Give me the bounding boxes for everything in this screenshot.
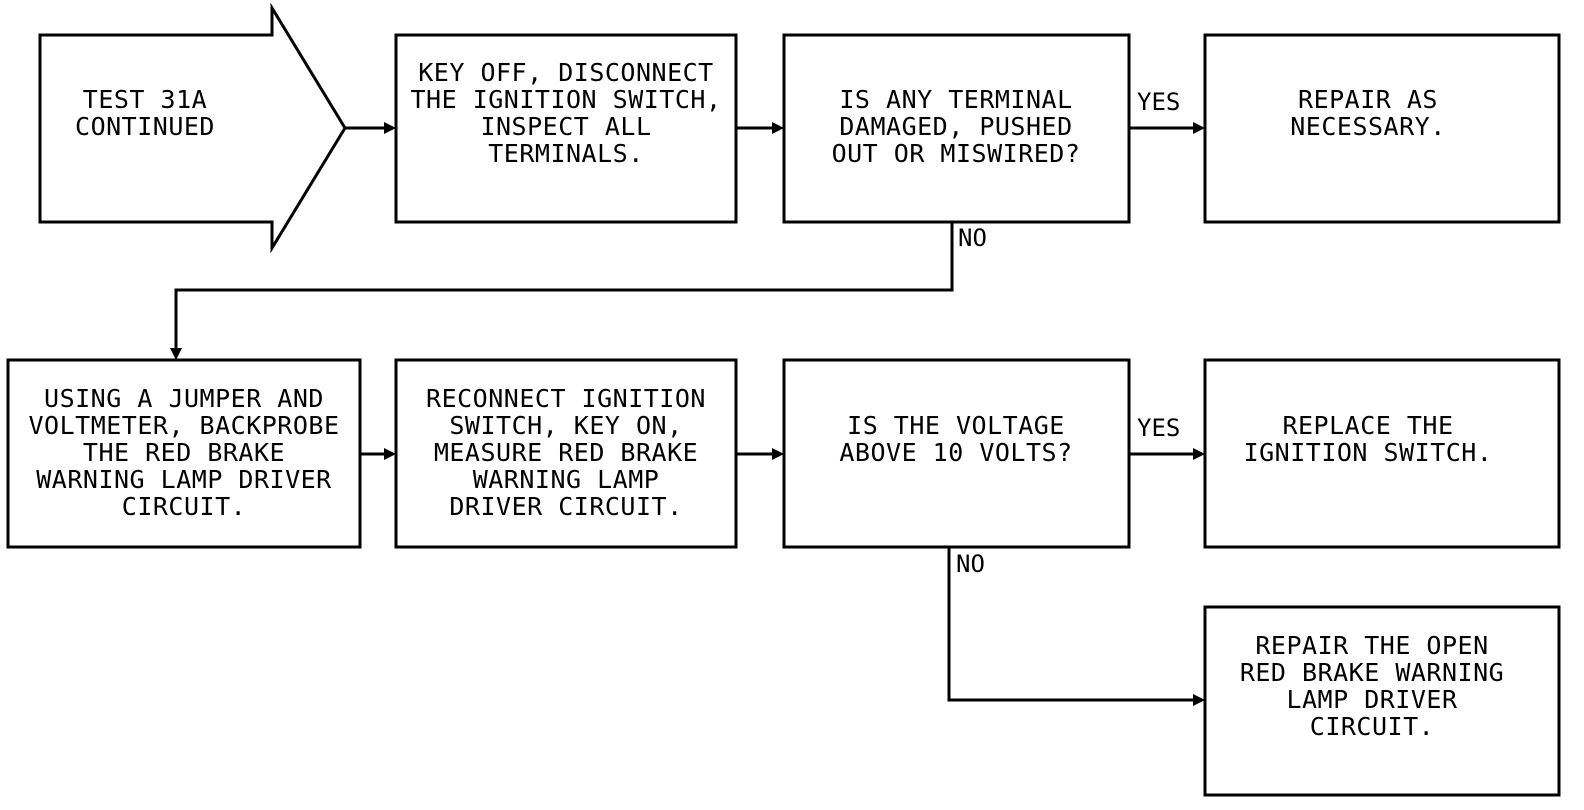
node-text-line: LAMP DRIVER xyxy=(1286,685,1458,714)
node-text-line: WARNING LAMP DRIVER xyxy=(36,465,332,494)
edge-label-terminal-yes: YES xyxy=(1137,88,1180,116)
node-text-line: RED BRAKE WARNING xyxy=(1240,658,1504,687)
start-arrow-shape xyxy=(38,2,347,254)
connector-disconnect-to-terminal-check xyxy=(736,122,784,134)
node-text-line: THE RED BRAKE xyxy=(83,438,285,467)
node-text-line: DRIVER CIRCUIT. xyxy=(449,492,682,521)
connector-start-to-disconnect xyxy=(345,122,396,134)
node-text-line: NECESSARY. xyxy=(1290,112,1446,141)
connector-jumper-to-reconnect xyxy=(360,448,396,460)
node-text-line: IS ANY TERMINAL xyxy=(839,85,1072,114)
node-text-line: SWITCH, KEY ON, xyxy=(449,411,682,440)
connector-terminal-yes xyxy=(1129,122,1205,134)
node-text-line: TERMINALS. xyxy=(488,139,644,168)
connector-terminal-no xyxy=(170,222,954,360)
node-text-line: VOLTMETER, BACKPROBE xyxy=(28,411,339,440)
edge-label-terminal-no: NO xyxy=(958,224,987,252)
edge-label-voltage-yes: YES xyxy=(1137,414,1180,442)
node-text-line: OUT OR MISWIRED? xyxy=(832,139,1081,168)
connector-reconnect-to-voltage-check xyxy=(736,448,784,460)
node-text-line: INSPECT ALL xyxy=(480,112,651,141)
node-text-line: REPLACE THE xyxy=(1282,411,1453,440)
edge-label-voltage-no: NO xyxy=(956,550,985,578)
node-text-line: DAMAGED, PUSHED xyxy=(839,112,1072,141)
node-text-line: THE IGNITION SWITCH, xyxy=(410,85,721,114)
node-text-line: TEST 31A xyxy=(83,85,207,114)
node-text-line: WARNING LAMP xyxy=(473,465,660,494)
node-text-line: CIRCUIT. xyxy=(1310,712,1434,741)
node-text-line: CIRCUIT. xyxy=(122,492,246,521)
node-text-line: IGNITION SWITCH. xyxy=(1244,438,1493,467)
node-text-line: KEY OFF, DISCONNECT xyxy=(418,58,713,87)
connector-voltage-yes xyxy=(1129,448,1205,460)
node-text-line: REPAIR THE OPEN xyxy=(1255,631,1488,660)
node-text-line: CONTINUED xyxy=(75,112,215,141)
node-text-line: USING A JUMPER AND xyxy=(44,384,324,413)
node-text-line: RECONNECT IGNITION xyxy=(426,384,706,413)
node-text-line: IS THE VOLTAGE xyxy=(847,411,1065,440)
connector-voltage-no xyxy=(947,547,1205,706)
node-text-line: ABOVE 10 VOLTS? xyxy=(839,438,1072,467)
node-text-line: MEASURE RED BRAKE xyxy=(434,438,698,467)
node-text-line: REPAIR AS xyxy=(1298,85,1438,114)
